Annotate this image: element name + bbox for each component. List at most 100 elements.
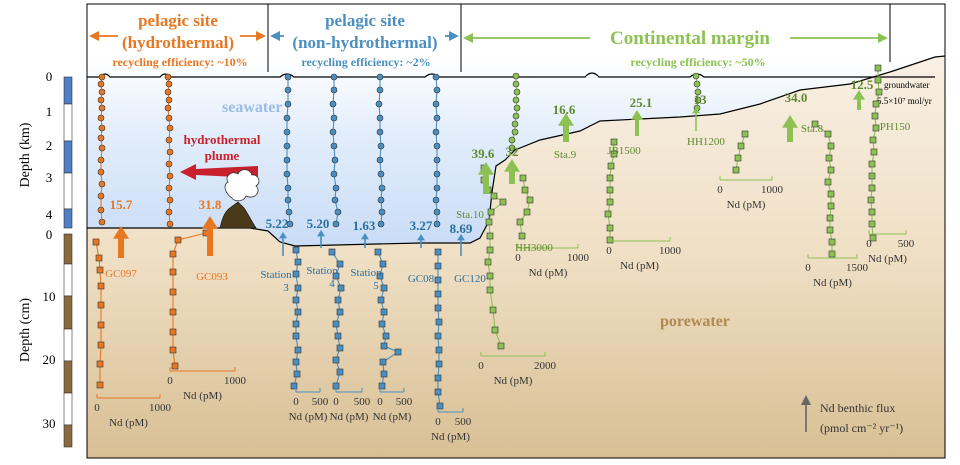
flux-value: 16.6 [553, 102, 576, 117]
data-point [741, 130, 749, 138]
data-point [377, 170, 385, 178]
data-point [435, 346, 443, 354]
seawater-label: seawater [222, 99, 282, 116]
data-point [377, 220, 385, 228]
nd-axis-unit: Nd (pM) [529, 267, 568, 279]
data-point [330, 170, 338, 178]
data-point [379, 358, 387, 366]
nd-axis-tick: 500 [455, 416, 472, 428]
nd-profile [811, 120, 836, 258]
margin-span-arrow [463, 33, 888, 43]
porewater-label: porewater [660, 313, 730, 330]
data-point [434, 248, 442, 256]
data-point [434, 276, 442, 284]
nd-axis-tick: 1000 [567, 252, 590, 264]
data-point [331, 156, 339, 164]
data-point [868, 160, 876, 168]
data-point [283, 128, 291, 136]
data-point [512, 112, 520, 120]
depth-km-tick: 1 [46, 104, 53, 119]
data-point [827, 202, 835, 210]
groundwater-label: groundwater [884, 80, 929, 90]
nd-profile [867, 64, 883, 242]
nd-profiles [92, 64, 883, 410]
data-point [828, 250, 836, 258]
flux-value: 15.7 [110, 197, 133, 212]
flux-value: 32 [506, 144, 519, 159]
data-point [606, 236, 614, 244]
site-label: JB1500 [607, 145, 641, 157]
data-point [337, 284, 345, 292]
data-point [376, 272, 384, 280]
site-label: Sta.10 [456, 209, 484, 221]
flux-arrow [417, 234, 425, 248]
data-point [92, 238, 100, 246]
data-point [433, 142, 441, 150]
nd-axis-tick: 0 [435, 416, 441, 428]
depth-cm-tick: 0 [46, 227, 53, 242]
nd-axis-tick: 0 [377, 396, 383, 408]
data-point [433, 86, 441, 94]
site-label: GC097 [105, 268, 137, 280]
data-point [169, 268, 177, 276]
data-point [378, 382, 386, 390]
flux-value: 8.69 [450, 221, 473, 236]
data-point [734, 154, 742, 162]
flux-value: 5.22 [266, 216, 289, 231]
data-point [98, 104, 106, 112]
data-point [166, 124, 174, 132]
data-point [486, 246, 494, 254]
nd-profile [516, 174, 534, 240]
data-point [868, 172, 876, 180]
legend-title: Nd benthic flux [820, 401, 895, 415]
nd-axis-tick: 0 [606, 245, 612, 257]
data-point [284, 86, 292, 94]
data-point [284, 184, 292, 192]
data-point [169, 288, 177, 296]
data-point [332, 220, 340, 228]
data-point [827, 166, 835, 174]
depth-km-tick: 2 [46, 138, 53, 153]
data-point [377, 296, 385, 304]
data-point [811, 120, 819, 128]
nd-axis-tick: 0 [167, 375, 173, 387]
depth-km-tick: 0 [46, 69, 53, 84]
data-point [868, 208, 876, 216]
data-point [292, 296, 300, 304]
nd-axis-tick: 500 [396, 396, 413, 408]
data-point [824, 130, 832, 138]
data-point [824, 178, 832, 186]
data-point [284, 100, 292, 108]
nd-axis-tick: 0 [94, 402, 100, 414]
nonhydro-efficiency: recycling efficiency: ~2% [301, 55, 430, 69]
flux-value: 12.5 [851, 77, 874, 92]
data-point [98, 88, 106, 96]
data-point [283, 142, 291, 150]
site-label: HH3000 [515, 242, 553, 254]
data-point [294, 346, 302, 354]
data-point [694, 96, 702, 104]
data-point [98, 73, 106, 81]
data-point [869, 234, 877, 242]
data-point [523, 208, 531, 216]
data-point [519, 174, 527, 182]
data-point [292, 246, 300, 254]
depth-axes: Depth (km) Depth (cm) 0 1 2 3 4 0 10 20 … [18, 69, 73, 448]
site-label: HH1200 [687, 136, 725, 148]
data-point [868, 184, 876, 192]
nonhydro-title-line1: pelagic site [325, 11, 405, 30]
nd-axis-unit: Nd (pM) [620, 260, 659, 272]
nd-profile [290, 246, 302, 390]
data-point [164, 88, 172, 96]
data-point [169, 328, 177, 336]
data-point [512, 96, 520, 104]
nd-profile [732, 130, 749, 174]
sea-surface-line [87, 72, 935, 78]
groundwater-annotation: groundwater 5.5×10⁷ mol/yr [877, 80, 932, 106]
data-point [604, 210, 612, 218]
data-point [165, 96, 173, 104]
data-point [97, 114, 105, 122]
